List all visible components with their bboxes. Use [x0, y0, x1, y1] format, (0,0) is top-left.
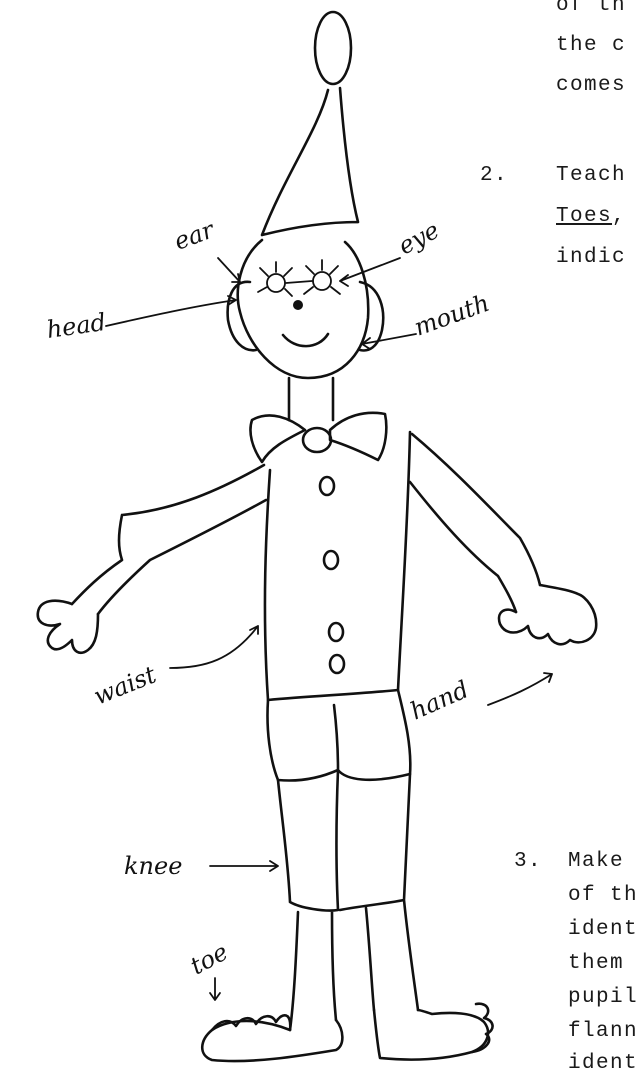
- right-eye: [313, 272, 331, 290]
- right-arm: [410, 434, 540, 612]
- toe-arrow: [210, 978, 220, 1000]
- hat-cone: [262, 88, 358, 235]
- mouth-arrow: [362, 334, 416, 349]
- item1-line-3: comes: [556, 74, 626, 97]
- shorts: [267, 690, 410, 781]
- item2-number: 2.: [480, 164, 508, 187]
- button-3: [329, 623, 343, 641]
- item2-line-2-rest: ,: [612, 205, 626, 228]
- bow-tie-knot: [303, 428, 331, 452]
- left-foot: [202, 1020, 342, 1061]
- head-outline: [238, 240, 368, 378]
- head-arrow: [106, 296, 236, 326]
- bow-tie: [250, 413, 386, 462]
- left-arm: [72, 465, 266, 614]
- item3-line-2: of th: [568, 884, 638, 907]
- item3-line-3: ident: [568, 918, 638, 941]
- item2-line-2: Toes,: [556, 205, 626, 228]
- item3-line-1: Make: [568, 850, 624, 873]
- button-1: [320, 477, 334, 495]
- knee-arrow: [210, 861, 278, 871]
- hat-pompom: [315, 12, 351, 84]
- label-waist: waist: [90, 660, 161, 710]
- ear-arrow: [218, 258, 240, 282]
- left-eye: [267, 274, 285, 292]
- item3-line-7: ident: [568, 1052, 638, 1075]
- label-hand: hand: [406, 675, 473, 725]
- item2-underlined-word: Toes: [556, 205, 612, 228]
- waist-arrow: [170, 626, 258, 668]
- item1-line-1: of th: [556, 0, 626, 17]
- button-2: [324, 551, 338, 569]
- item2-line-3: indic: [556, 246, 626, 269]
- eye-arrow: [340, 258, 400, 286]
- item2-line-1: Teach: [556, 164, 626, 187]
- label-mouth: mouth: [410, 289, 493, 342]
- label-ear: ear: [170, 215, 219, 256]
- label-head: head: [45, 308, 108, 344]
- neck: [289, 378, 333, 420]
- item3-line-6: flann: [568, 1020, 638, 1043]
- label-eye: eye: [394, 216, 444, 260]
- right-leg: [340, 774, 418, 1010]
- item3-line-4: them: [568, 952, 624, 975]
- label-knee: knee: [124, 852, 182, 880]
- hand-arrow: [488, 673, 552, 705]
- item3-line-5: pupil: [568, 986, 638, 1009]
- left-hand: [38, 601, 98, 653]
- nose: [293, 300, 303, 310]
- item1-line-2: the c: [556, 34, 626, 57]
- left-toes: [212, 1015, 290, 1030]
- button-4: [330, 655, 344, 673]
- left-leg: [278, 770, 338, 1030]
- right-hand: [499, 585, 596, 644]
- label-toe: toe: [186, 938, 233, 981]
- mouth-line: [283, 334, 328, 346]
- item3-number: 3.: [514, 850, 542, 873]
